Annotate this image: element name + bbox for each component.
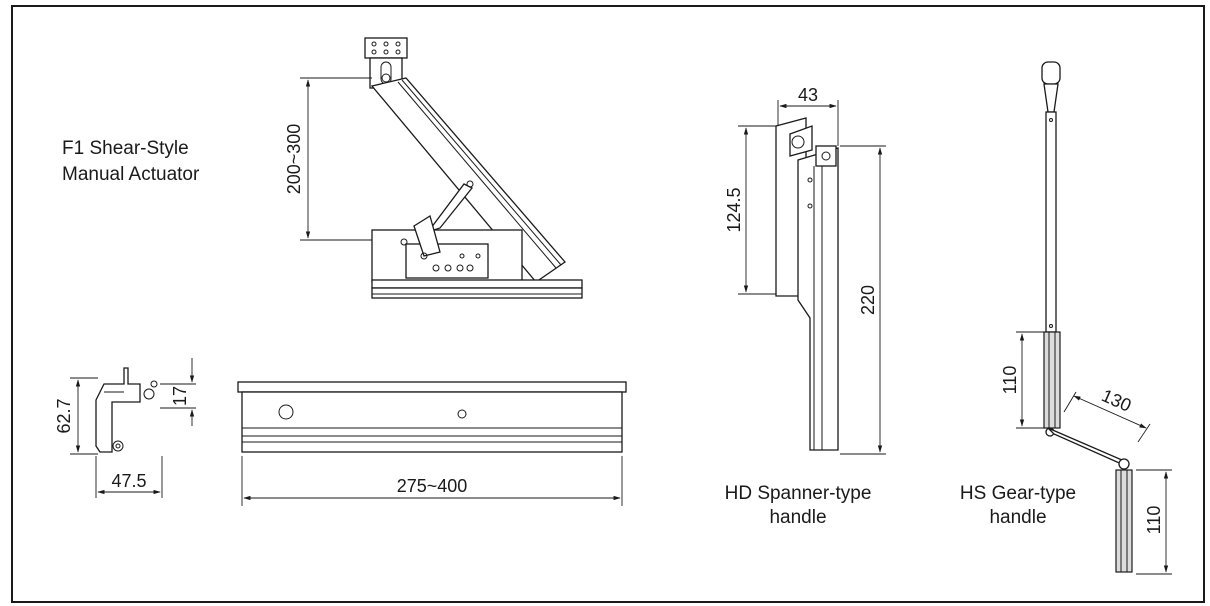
- dim-spanner-length: 220: [858, 285, 878, 315]
- dim-spanner-head: 124.5: [724, 187, 744, 232]
- rail-front-view: [237, 381, 627, 506]
- dim-actuator-height: 200~300: [284, 124, 304, 195]
- dim-spanner-width: 43: [798, 85, 818, 105]
- hs-label-line1: HS Gear-type: [960, 483, 1076, 504]
- dim-gear-shaft: 110: [1000, 366, 1020, 395]
- f1-actuator-side-view: [300, 37, 583, 299]
- hs-gear-handle: [1016, 61, 1172, 575]
- bracket-end-view: [70, 358, 196, 498]
- dim-bracket-width: 47.5: [111, 471, 146, 491]
- hd-label-line2: handle: [769, 507, 826, 528]
- hd-label-line1: HD Spanner-type: [725, 483, 872, 504]
- f1-title-line2: Manual Actuator: [62, 164, 200, 185]
- hs-label-line2: handle: [989, 507, 1046, 528]
- dim-gear-crank: 130: [1099, 385, 1135, 415]
- dim-gear-grip: 110: [1144, 506, 1164, 535]
- hd-spanner-handle: [738, 100, 886, 455]
- dim-bracket-offset: 17: [170, 386, 190, 406]
- f1-title-line1: F1 Shear-Style: [62, 138, 189, 159]
- drawing-border: [11, 5, 1205, 603]
- dim-rail-length: 275~400: [397, 476, 468, 496]
- dim-bracket-height: 62.7: [54, 398, 74, 433]
